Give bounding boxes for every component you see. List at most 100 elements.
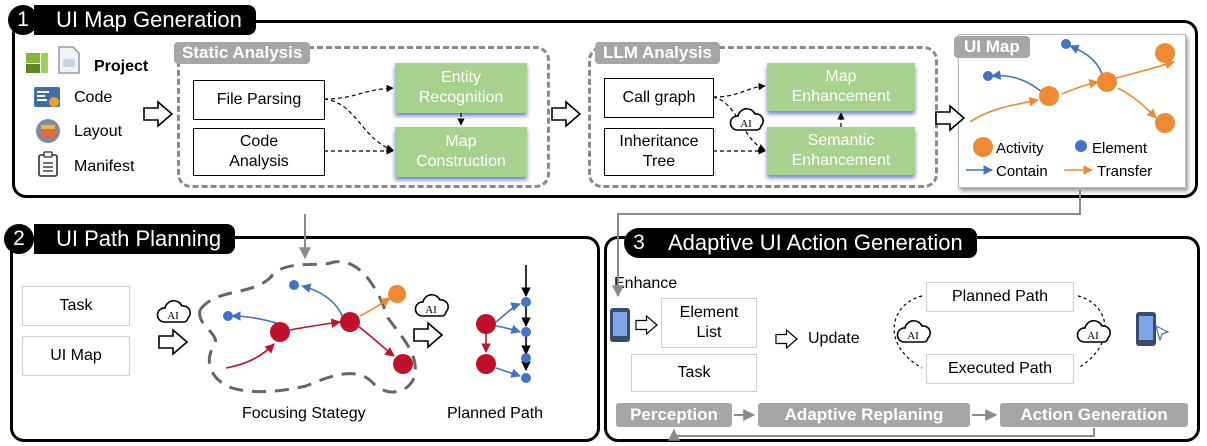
section1-title: UI Map Generation bbox=[34, 5, 256, 35]
map-transfer-3 bbox=[1117, 87, 1157, 119]
map-element-node-2 bbox=[1061, 39, 1071, 49]
focusing-strategy-label: Focusing Stategy bbox=[242, 405, 366, 422]
focus-contain-1 bbox=[231, 311, 281, 325]
section3-title: Adaptive UI Action Generation bbox=[640, 228, 977, 258]
plan-contain-3 bbox=[495, 367, 521, 378]
plan-blue-node-3 bbox=[521, 353, 531, 363]
map-contain-2 bbox=[1069, 44, 1105, 81]
android-icon bbox=[24, 50, 50, 76]
task-box: Task bbox=[22, 286, 130, 326]
map-enhancement-box: Map Enhancement bbox=[767, 63, 915, 111]
focus-transfer-3 bbox=[357, 325, 395, 357]
plan-contain-1 bbox=[495, 302, 521, 323]
plan-red-node-1 bbox=[476, 314, 496, 334]
element-list-box: Element List bbox=[661, 298, 757, 348]
action-to-perception-loop bbox=[668, 428, 1095, 441]
map-activity-node-1 bbox=[1039, 86, 1059, 106]
focus-transfer-1 bbox=[289, 318, 341, 331]
section3-number: 3 bbox=[624, 228, 654, 258]
enhance-label: Enhance bbox=[614, 275, 678, 292]
focus-blue-node-2 bbox=[289, 280, 299, 290]
focus-red-node-2 bbox=[340, 312, 360, 332]
code-icon bbox=[34, 87, 60, 109]
focusing-region bbox=[198, 260, 417, 394]
hollow-arrow-6 bbox=[635, 315, 658, 335]
ai-label-3: AI bbox=[425, 304, 437, 316]
static-analysis-group bbox=[177, 46, 550, 188]
file-parsing-to-map-arrow bbox=[323, 98, 394, 152]
plan-contain-2 bbox=[495, 324, 521, 334]
action-generation-step: Action Generation bbox=[1000, 403, 1188, 427]
planned-path-label: Planned Path bbox=[447, 405, 544, 422]
ui-map-to-enhance-connector bbox=[612, 190, 1081, 298]
hollow-arrow-4 bbox=[158, 329, 188, 355]
phone-icon-2 bbox=[1136, 312, 1170, 346]
code-label: Code bbox=[74, 89, 113, 106]
map-transfer-2 bbox=[1115, 59, 1175, 79]
hollow-arrow-3 bbox=[935, 105, 965, 131]
focus-contain-2 bbox=[301, 283, 343, 317]
map-transfer-4 bbox=[969, 96, 1039, 123]
plan-blue-node-1 bbox=[521, 297, 531, 307]
layout-label: Layout bbox=[74, 123, 123, 140]
section2-title: UI Path Planning bbox=[34, 224, 236, 254]
element-legend-label: Element bbox=[1092, 140, 1148, 157]
hollow-arrow-2 bbox=[551, 101, 581, 127]
perception-step: Perception bbox=[616, 403, 732, 427]
hollow-arrow-7 bbox=[775, 329, 798, 349]
ai-label-4: AI bbox=[907, 330, 919, 342]
map-construction-box: Map Construction bbox=[395, 127, 527, 177]
contain-legend-label: Contain bbox=[996, 163, 1048, 180]
activity-legend-label: Activity bbox=[996, 140, 1044, 157]
ai-label-2: AI bbox=[167, 310, 179, 322]
entity-recognition-box: Entity Recognition bbox=[395, 63, 527, 113]
manifest-label: Manifest bbox=[74, 158, 135, 175]
semantic-enhancement-box: Semantic Enhancement bbox=[767, 127, 915, 175]
map-transfer-1 bbox=[1061, 78, 1099, 95]
plan-blue-node-2 bbox=[521, 327, 531, 337]
project-label: Project bbox=[94, 58, 149, 75]
plan-blue-node-4 bbox=[521, 373, 531, 383]
code-analysis-box: Code Analysis bbox=[193, 128, 325, 176]
planned-path-box: Planned Path bbox=[926, 282, 1074, 312]
section2-number: 2 bbox=[4, 224, 34, 254]
focus-red-node-1 bbox=[270, 322, 290, 342]
section1-number: 1 bbox=[8, 5, 38, 35]
llm-analysis-label: LLM Analysis bbox=[595, 42, 720, 64]
phone-icon-1 bbox=[610, 308, 630, 342]
ai-label-5: AI bbox=[1087, 330, 1099, 342]
element-legend-dot bbox=[1075, 140, 1087, 152]
task-box-3: Task bbox=[631, 354, 757, 392]
focus-blue-node-1 bbox=[223, 311, 233, 321]
focus-orange-node bbox=[388, 285, 406, 303]
map-element-node-1 bbox=[983, 71, 993, 81]
replan-cycle-left bbox=[893, 295, 923, 369]
map-activity-node-2 bbox=[1097, 72, 1117, 92]
focus-transfer-2 bbox=[225, 343, 275, 369]
map-activity-node-3 bbox=[1155, 43, 1175, 63]
layout-icon bbox=[35, 118, 61, 144]
static-analysis-label: Static Analysis bbox=[174, 42, 311, 64]
focus-red-node-3 bbox=[393, 354, 413, 374]
activity-legend-dot bbox=[973, 137, 993, 157]
call-graph-box: Call graph bbox=[604, 78, 714, 118]
map-contain-1 bbox=[991, 70, 1047, 97]
ui-map-box: UI Map bbox=[22, 336, 130, 376]
hollow-arrow-5 bbox=[413, 322, 443, 348]
apk-file-icon bbox=[58, 46, 80, 74]
file-parsing-box: File Parsing bbox=[193, 80, 325, 120]
file-parsing-to-entity-arrow bbox=[323, 84, 394, 100]
inheritance-tree-box: Inheritance Tree bbox=[604, 128, 714, 176]
update-label: Update bbox=[808, 330, 860, 347]
plan-red-node-2 bbox=[476, 354, 496, 374]
manifest-icon bbox=[37, 151, 59, 177]
ai-label-1: AI bbox=[740, 118, 752, 130]
callgraph-to-mapenh-arrow bbox=[712, 83, 766, 98]
transfer-legend-label: Transfer bbox=[1097, 163, 1153, 180]
ui-map-label: UI Map bbox=[954, 36, 1030, 58]
executed-path-box: Executed Path bbox=[926, 354, 1074, 384]
focus-transfer-4 bbox=[359, 297, 391, 317]
adaptive-replaning-step: Adaptive Replaning bbox=[758, 403, 970, 427]
hollow-arrow-1 bbox=[143, 101, 173, 127]
